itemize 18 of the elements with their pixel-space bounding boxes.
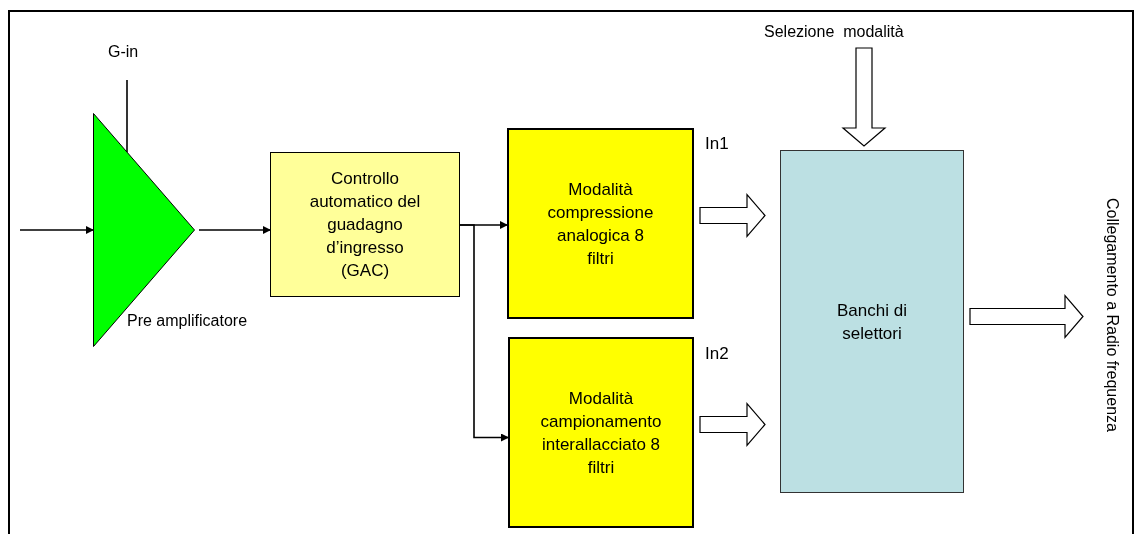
amplifier-label: Pre amplificatore	[127, 311, 248, 331]
block-arrow	[969, 293, 1084, 340]
filter-box: Modalità compressione analogica 8 filtri	[507, 128, 694, 319]
arrow	[198, 226, 271, 234]
block-arrow	[841, 47, 887, 147]
process-box: Controllo automatico del guadagno d’ingresso (GAC)	[270, 152, 460, 297]
input-label: In2	[705, 343, 729, 365]
input-label: In1	[705, 133, 729, 155]
filter-box: Modalità campionamento interallacciato 8 filtri	[508, 337, 694, 528]
selector-box: Banchi di selettori	[780, 150, 964, 493]
connector-line	[126, 79, 128, 153]
block-arrow	[699, 192, 766, 239]
arrow	[459, 224, 509, 442]
signal-label: Selezione modalità	[764, 20, 964, 44]
output-label: Collegamento a Radio frequenza	[1098, 150, 1126, 480]
signal-label: G-in	[108, 40, 158, 64]
arrow	[19, 226, 94, 234]
block-arrow	[699, 401, 766, 448]
